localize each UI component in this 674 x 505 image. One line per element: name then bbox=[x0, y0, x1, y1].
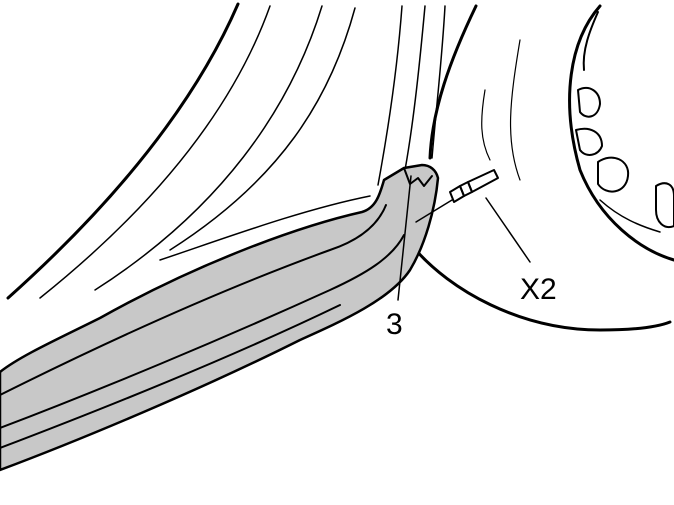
pillar-line-2 bbox=[404, 5, 426, 171]
wheel-arch-lower-curve bbox=[412, 246, 672, 332]
tread-block-1 bbox=[582, 11, 599, 71]
rivet bbox=[415, 169, 499, 223]
pillar-and-arch bbox=[377, 4, 672, 332]
tread-block-3 bbox=[575, 127, 603, 156]
door-frame-inner-line bbox=[39, 5, 271, 299]
tread-groove-1 bbox=[599, 199, 661, 233]
door-frame-lines bbox=[6, 2, 356, 300]
rivet-shank bbox=[467, 169, 499, 193]
sill-trim bbox=[0, 163, 440, 472]
sill-trim-upper-crease bbox=[0, 204, 387, 396]
tread-block-5 bbox=[655, 182, 674, 228]
fender-line-2 bbox=[481, 89, 491, 161]
wheel-arch-edge bbox=[428, 4, 478, 160]
sill-trim-clip-notch bbox=[403, 167, 433, 187]
rivet-head bbox=[449, 185, 465, 203]
door-frame-line-3 bbox=[94, 5, 323, 291]
sill-trim-bottom-line bbox=[0, 304, 341, 449]
leader-lines bbox=[397, 175, 531, 301]
callout-label-3: 3 bbox=[386, 308, 403, 341]
tread-block-2 bbox=[577, 86, 601, 118]
sill-trim-lower-crease bbox=[0, 234, 405, 429]
leader-line-3 bbox=[397, 175, 412, 301]
sill-trim-body bbox=[0, 163, 440, 472]
fender-line-1 bbox=[509, 39, 521, 181]
pillar-line-3 bbox=[431, 5, 446, 159]
door-frame-line-4 bbox=[169, 7, 356, 251]
tyre bbox=[568, 4, 674, 262]
pillar-line-1 bbox=[377, 5, 403, 186]
callout-label-x2: X2 bbox=[520, 273, 557, 306]
tyre-outer-edge bbox=[568, 4, 674, 262]
door-frame-outer-line bbox=[6, 2, 240, 300]
leader-line-x2 bbox=[485, 197, 531, 263]
tread-block-4 bbox=[597, 156, 630, 193]
sill-upper-body-line bbox=[159, 195, 371, 261]
rivet-insertion-line bbox=[415, 199, 453, 223]
